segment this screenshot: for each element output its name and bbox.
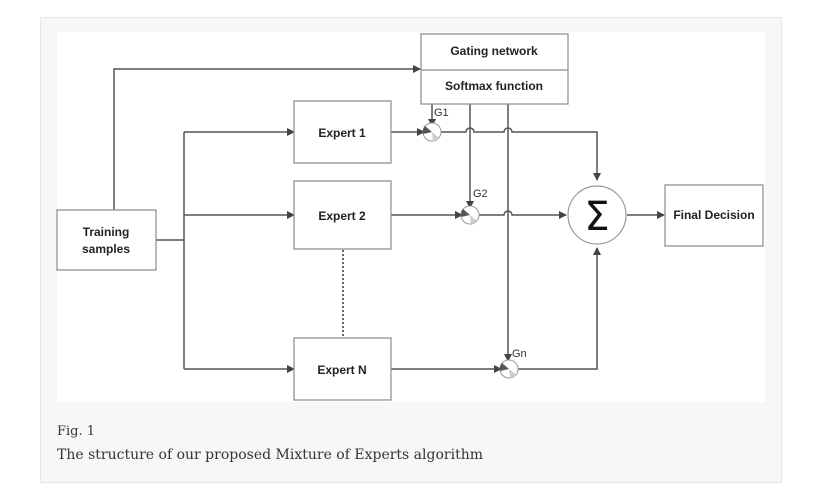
node-expertN: Expert N xyxy=(293,337,392,401)
expert2-label: Expert 2 xyxy=(318,209,366,223)
sigma-icon: Σ xyxy=(584,194,609,240)
node-expert2: Expert 2 xyxy=(293,180,392,250)
node-training: Training samples xyxy=(56,209,157,271)
figure-caption: The structure of our proposed Mixture of… xyxy=(57,447,483,463)
expertN-label: Expert N xyxy=(317,363,366,377)
wire-g2-to-sum xyxy=(478,210,567,219)
figure-label: Fig. 1 xyxy=(57,424,96,439)
gate-g1: G1 xyxy=(422,107,449,142)
g2-label: G2 xyxy=(473,188,488,200)
node-expert1: Expert 1 xyxy=(293,100,392,164)
gating-network-label: Gating network xyxy=(450,44,538,58)
expert1-label: Expert 1 xyxy=(318,126,366,140)
gn-label: Gn xyxy=(512,348,527,360)
connections xyxy=(113,65,665,373)
final-decision-label: Final Decision xyxy=(673,208,754,222)
training-label-line2: samples xyxy=(82,242,130,256)
node-final: Final Decision xyxy=(664,184,764,247)
node-sum: Σ xyxy=(567,185,627,245)
wire-training-to-gating xyxy=(113,65,421,210)
diagram-canvas xyxy=(57,32,765,402)
node-gating: Gating network Softmax function xyxy=(420,33,569,105)
softmax-function-label: Softmax function xyxy=(445,79,543,93)
g1-label: G1 xyxy=(434,107,449,119)
gate-gn: Gn xyxy=(499,348,527,379)
wire-gn-to-sum xyxy=(517,247,601,370)
training-label-line1: Training xyxy=(83,225,130,239)
wire-g1-to-sum xyxy=(440,127,601,181)
gate-g2: G2 xyxy=(460,188,488,225)
